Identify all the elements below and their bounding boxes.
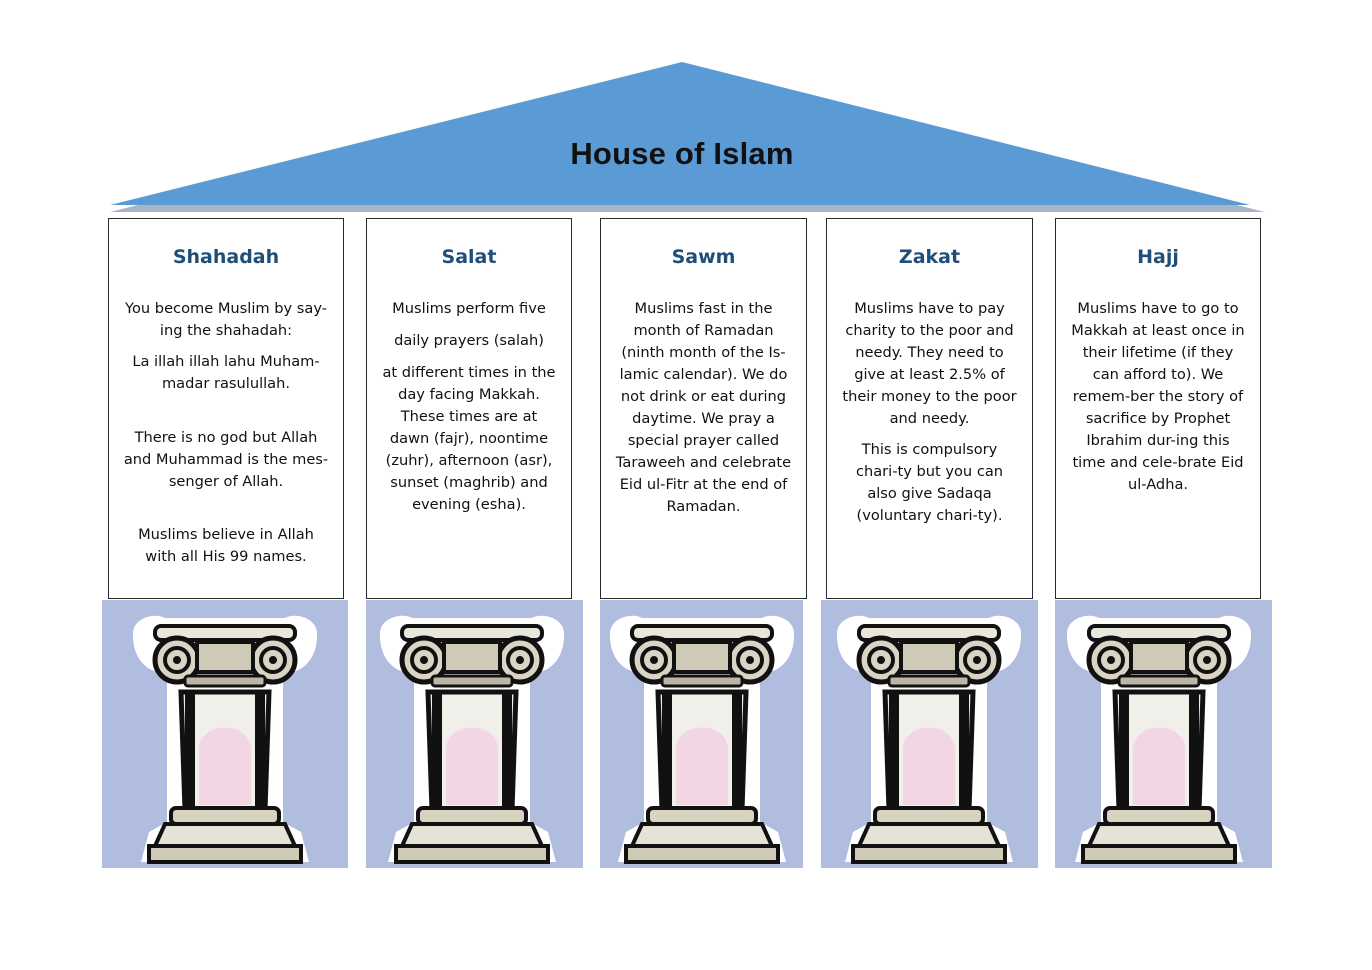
pillar-paragraph: at different times in the day facing Mak…: [382, 364, 556, 513]
roof: [110, 62, 1265, 212]
pillar-paragraph: You become Muslim by say-ing the shahada…: [125, 300, 327, 339]
pillar-paragraph: This is compulsory chari-ty but you can …: [855, 441, 1004, 524]
column-icon: [609, 615, 795, 864]
pillar-card-zakat: Zakat Muslims have to pay charity to the…: [826, 218, 1033, 599]
pillar-title: Zakat: [898, 246, 961, 268]
pillar-title: Hajj: [1137, 246, 1179, 268]
pillar-paragraph: Muslims have to go to Makkah at least on…: [1071, 300, 1245, 493]
page-title: House of Islam: [570, 136, 794, 171]
column-icon: [836, 615, 1022, 864]
column-panel-hajj: [1055, 600, 1272, 868]
column-icon: [1066, 615, 1252, 864]
pillar-paragraph: La illah illah lahu Muham-madar rasulull…: [132, 353, 320, 392]
pillar-card-sawm: Sawm Muslims fast in the month of Ramada…: [600, 218, 807, 599]
column-panel-salat: [366, 600, 583, 868]
pillar-title: Salat: [441, 246, 497, 268]
pillar-paragraph: There is no god but Allah and Muhammad i…: [123, 429, 329, 490]
column-icon: [132, 615, 318, 864]
pillar-paragraph: Muslims fast in the month of Ramadan (ni…: [615, 300, 792, 515]
pillar-title: Sawm: [671, 246, 736, 268]
pillar-card-shahadah: Shahadah You become Muslim by say-ing th…: [108, 218, 344, 599]
column-panel-zakat: [821, 600, 1038, 868]
column-panel-shahadah: [102, 600, 348, 868]
pillar-paragraph: daily prayers (salah): [394, 332, 544, 349]
roof-triangle: [110, 62, 1250, 205]
pillar-card-salat: Salat Muslims perform five daily prayers…: [366, 218, 572, 599]
pillar-card-hajj: Hajj Muslims have to go to Makkah at lea…: [1055, 218, 1261, 599]
column-icon: [379, 615, 565, 864]
pillar-title: Shahadah: [172, 246, 280, 268]
column-panel-sawm: [600, 600, 803, 868]
pillar-paragraph: Muslims perform five: [392, 300, 546, 317]
pillar-paragraph: Muslims believe in Allah with all His 99…: [138, 526, 314, 565]
pillar-paragraph: Muslims have to pay charity to the poor …: [842, 300, 1017, 427]
